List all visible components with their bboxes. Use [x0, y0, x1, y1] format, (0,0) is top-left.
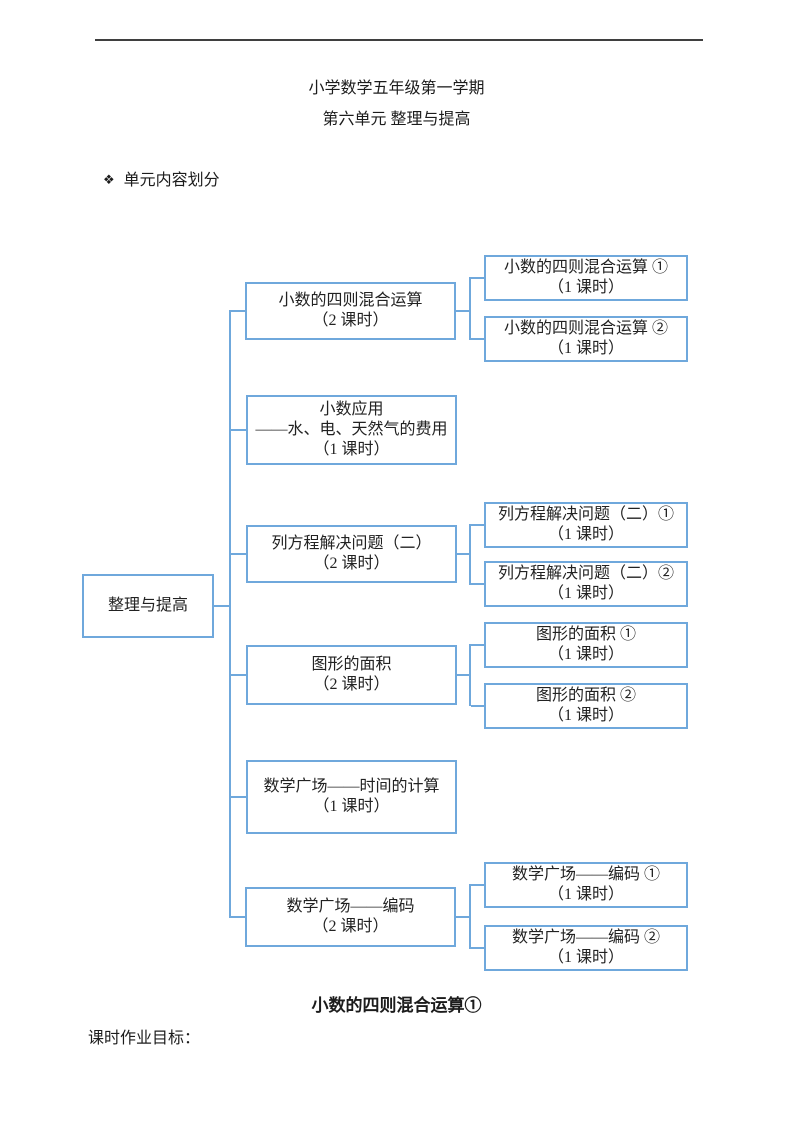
node-duration: （2 课时）: [313, 676, 390, 693]
node-title: 小数的四则混合运算 ①: [503, 259, 668, 276]
diagram-node-branch-2: 小数应用 ——水、电、天然气的费用 （1 课时）: [246, 395, 457, 465]
connector-branch-4: [229, 674, 247, 676]
lesson-objective-label: 课时作业目标：: [88, 1030, 201, 1047]
node-duration: （1 课时）: [547, 646, 624, 663]
connector-g6-stub: [456, 916, 470, 918]
connector-g3-child-a: [471, 524, 484, 526]
diagram-node-leaf-4b: 图形的面积 ② （1 课时）: [484, 683, 688, 729]
connector-g4-child-b: [471, 705, 484, 707]
node-duration: （1 课时）: [547, 526, 624, 543]
node-duration: （1 课时）: [547, 707, 624, 724]
connector-g4-child-a: [471, 644, 484, 646]
node-title: 小数应用: [319, 401, 384, 418]
node-title: 小数的四则混合运算: [278, 292, 423, 309]
node-duration: （1 课时）: [313, 441, 390, 458]
connector-g3-child-b: [471, 583, 484, 585]
section-heading: ❖ 单元内容划分: [103, 171, 220, 191]
document-subtitle: 第六单元 整理与提高: [322, 111, 471, 128]
diagram-node-leaf-3a: 列方程解决问题（二）① （1 课时）: [484, 502, 688, 548]
diagram-node-leaf-6a: 数学广场——编码 ① （1 课时）: [484, 862, 688, 908]
connector-branch-2: [229, 429, 247, 431]
diagram-node-branch-1: 小数的四则混合运算 （2 课时）: [245, 282, 456, 340]
node-title: 图形的面积 ①: [535, 626, 636, 643]
diagram-node-leaf-1b: 小数的四则混合运算 ② （1 课时）: [484, 316, 688, 362]
node-duration: （2 课时）: [312, 312, 389, 329]
node-title: 小数的四则混合运算 ②: [503, 320, 668, 337]
diagram-node-branch-3: 列方程解决问题（二） （2 课时）: [246, 525, 457, 583]
connector-g6-bracket: [469, 884, 471, 949]
node-subtitle: ——水、电、天然气的费用: [255, 421, 448, 438]
node-title: 图形的面积 ②: [535, 687, 636, 704]
node-title: 列方程解决问题（二）②: [497, 565, 674, 582]
node-title: 数学广场——编码 ②: [511, 929, 660, 946]
connector-branch-6: [229, 916, 247, 918]
diagram-node-leaf-1a: 小数的四则混合运算 ① （1 课时）: [484, 255, 688, 301]
connector-g1-child-a: [471, 277, 484, 279]
diagram-node-leaf-6b: 数学广场——编码 ② （1 课时）: [484, 925, 688, 971]
node-title: 列方程解决问题（二）①: [497, 506, 674, 523]
connector-g6-child-a: [471, 884, 484, 886]
node-duration: （2 课时）: [313, 555, 390, 572]
node-duration: （1 课时）: [313, 798, 390, 815]
diagram-node-root: 整理与提高: [82, 574, 214, 638]
node-duration: （1 课时）: [547, 340, 624, 357]
node-title: 列方程解决问题（二）: [271, 535, 432, 552]
node-duration: （1 课时）: [547, 949, 624, 966]
node-title: 图形的面积: [311, 656, 392, 673]
node-title: 数学广场——编码 ①: [511, 866, 660, 883]
connector-trunk: [229, 310, 231, 918]
connector-g1-bracket: [469, 277, 471, 340]
node-duration: （1 课时）: [547, 886, 624, 903]
document-title: 小学数学五年级第一学期: [308, 80, 485, 97]
connector-g4-bracket: [469, 644, 471, 706]
diagram-node-leaf-4a: 图形的面积 ① （1 课时）: [484, 622, 688, 668]
connector-g4-stub: [456, 674, 470, 676]
connector-root-stub: [213, 605, 230, 607]
header-rule: [95, 39, 703, 41]
connector-branch-1: [229, 310, 247, 312]
node-duration: （1 课时）: [547, 585, 624, 602]
node-duration: （1 课时）: [547, 279, 624, 296]
diagram-node-branch-5: 数学广场——时间的计算 （1 课时）: [246, 760, 457, 834]
connector-g1-stub: [456, 310, 470, 312]
connector-g3-bracket: [469, 524, 471, 585]
connector-g1-child-b: [471, 338, 484, 340]
diagram-node-leaf-3b: 列方程解决问题（二）② （1 课时）: [484, 561, 688, 607]
lesson-heading: 小数的四则混合运算①: [311, 996, 482, 1015]
connector-g6-child-b: [471, 947, 484, 949]
section-heading-label: 单元内容划分: [123, 172, 220, 189]
node-title: 数学广场——编码: [286, 898, 415, 915]
diagram-node-branch-6: 数学广场——编码 （2 课时）: [245, 887, 456, 947]
node-duration: （2 课时）: [312, 918, 389, 935]
diamond-bullet-icon: ❖: [103, 172, 115, 187]
connector-branch-5: [229, 796, 247, 798]
connector-g3-stub: [456, 553, 470, 555]
connector-branch-3: [229, 553, 247, 555]
node-label: 整理与提高: [107, 597, 188, 614]
node-title: 数学广场——时间的计算: [263, 778, 440, 795]
diagram-node-branch-4: 图形的面积 （2 课时）: [246, 645, 457, 705]
